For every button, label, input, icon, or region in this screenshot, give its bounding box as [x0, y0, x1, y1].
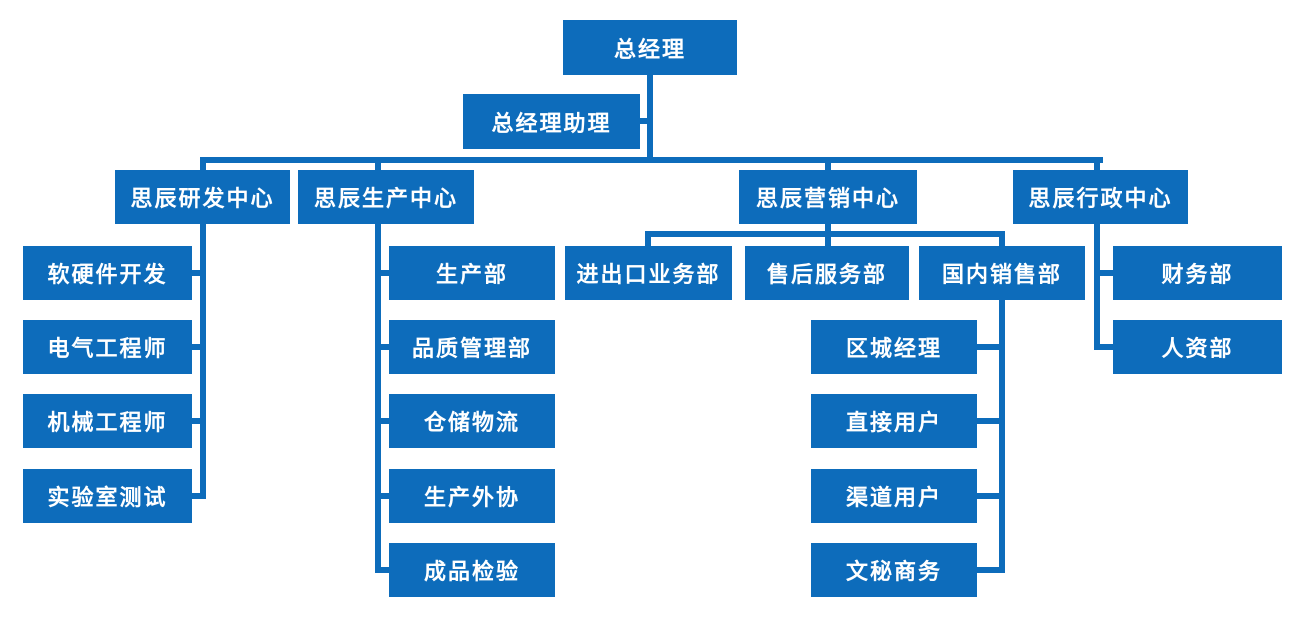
- node-rd-child: 软硬件开发: [23, 246, 192, 300]
- node-mkt-child: 售后服务部: [745, 246, 909, 300]
- connector-drop-prod: [375, 157, 381, 170]
- node-sales-child: 区城经理: [811, 320, 977, 374]
- connector-admin-stub: [1098, 344, 1113, 350]
- node-mkt-child-domestic-sales: 国内销售部: [919, 246, 1085, 300]
- connector-mkt-branch: [999, 231, 1005, 246]
- node-admin-center: 思辰行政中心: [1013, 170, 1188, 224]
- node-rd-child: 电气工程师: [23, 320, 192, 374]
- connector-prod-stub: [377, 567, 391, 573]
- connector-mkt-branch: [645, 231, 651, 246]
- connector-rd-spine: [200, 224, 206, 499]
- connector-sales-stub: [975, 567, 1001, 573]
- connector-mkt-branch: [825, 231, 831, 246]
- connector-drop-rd: [200, 157, 206, 170]
- connector-sales-stub: [975, 493, 1001, 499]
- connector-rd-stub: [190, 270, 202, 276]
- node-gm-assistant: 总经理助理: [463, 94, 640, 149]
- node-mkt-child: 进出口业务部: [565, 246, 732, 300]
- connector-admin-spine: [1094, 224, 1100, 350]
- connector-rd-stub: [190, 493, 202, 499]
- node-mkt-center: 思辰营销中心: [739, 170, 917, 224]
- node-prod-child: 成品检验: [389, 543, 555, 597]
- connector-sales-stub: [975, 344, 1001, 350]
- connector-rd-stub: [190, 418, 202, 424]
- node-prod-center: 思辰生产中心: [298, 170, 474, 224]
- connector-admin-stub: [1098, 270, 1113, 276]
- connector-drop-admin: [1094, 157, 1100, 170]
- connector-sales-spine: [999, 300, 1005, 573]
- connector-sales-stub: [975, 418, 1001, 424]
- connector-prod-stub: [377, 270, 391, 276]
- node-prod-child: 生产外协: [389, 469, 555, 523]
- node-admin-child: 人资部: [1113, 320, 1282, 374]
- node-prod-child: 品质管理部: [389, 320, 555, 374]
- connector-prod-stub: [377, 493, 391, 499]
- node-rd-center: 思辰研发中心: [115, 170, 290, 224]
- connector-prod-spine: [375, 224, 381, 573]
- node-prod-child: 生产部: [389, 246, 555, 300]
- node-sales-child: 直接用户: [811, 394, 977, 448]
- connector-assistant-stub: [639, 118, 651, 124]
- connector-rd-stub: [190, 344, 202, 350]
- connector-drop-mkt: [825, 157, 831, 170]
- connector-mkt-drop: [825, 224, 831, 237]
- node-prod-child: 仓储物流: [389, 394, 555, 448]
- node-admin-child: 财务部: [1113, 246, 1282, 300]
- node-rd-child: 机械工程师: [23, 394, 192, 448]
- connector-main-rail: [200, 157, 1103, 163]
- node-sales-child: 文秘商务: [811, 543, 977, 597]
- connector-prod-stub: [377, 344, 391, 350]
- node-general-manager: 总经理: [563, 20, 737, 75]
- connector-prod-stub: [377, 418, 391, 424]
- node-rd-child: 实验室测试: [23, 469, 192, 523]
- node-sales-child: 渠道用户: [811, 469, 977, 523]
